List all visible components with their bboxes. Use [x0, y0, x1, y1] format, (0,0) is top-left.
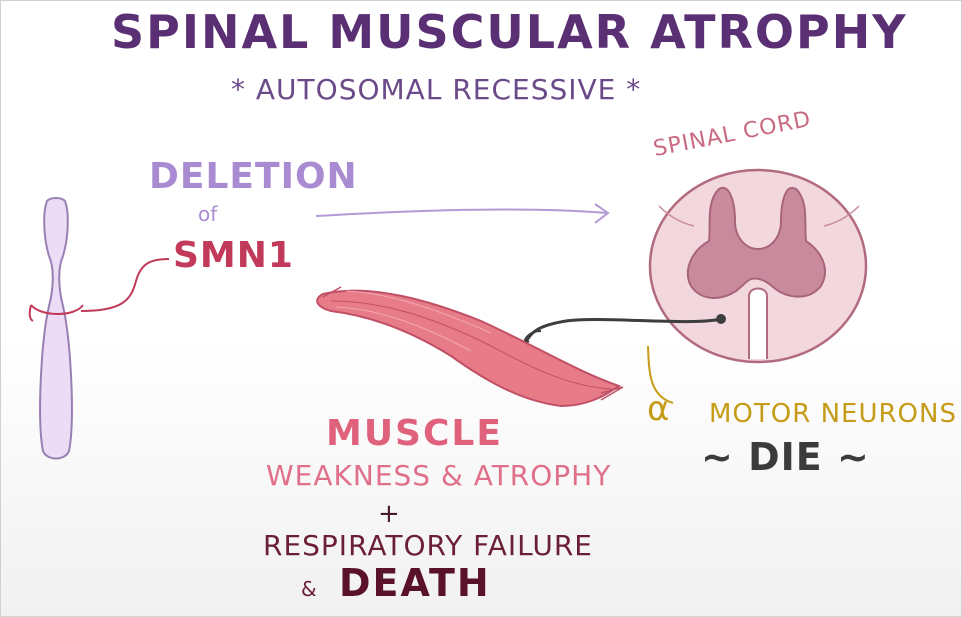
gene-name-label: SMN1 [173, 235, 294, 276]
muscle-fiber [316, 286, 624, 408]
ampersand: & [301, 577, 318, 601]
gene-pointer-line [80, 258, 170, 312]
respiratory-failure-label: Respiratory Failure [263, 529, 593, 562]
diagram-title: Spinal Muscular Atrophy [111, 5, 908, 59]
muscle-label: Muscle [326, 413, 503, 454]
weakness-atrophy-label: Weakness & Atrophy [266, 459, 612, 492]
death-label: Death [339, 561, 491, 605]
deletion-label: Deletion [149, 156, 358, 197]
inheritance-subtitle: * Autosomal Recessive * [231, 73, 642, 106]
arrow-to-spinal-cord [315, 203, 610, 224]
of-label: of [198, 202, 218, 226]
spinal-cord-section [648, 168, 868, 364]
spinal-cord-fissure [748, 287, 768, 359]
die-label: ~ DIE ~ [701, 435, 870, 479]
gene-band [30, 304, 84, 315]
plus-sign: + [378, 499, 401, 529]
alpha-symbol: α [647, 389, 670, 429]
motor-neurons-label: Motor neurons [709, 399, 957, 429]
neuron-pointer-line [647, 345, 674, 404]
grey-matter [686, 186, 826, 299]
chromosome [28, 197, 84, 460]
